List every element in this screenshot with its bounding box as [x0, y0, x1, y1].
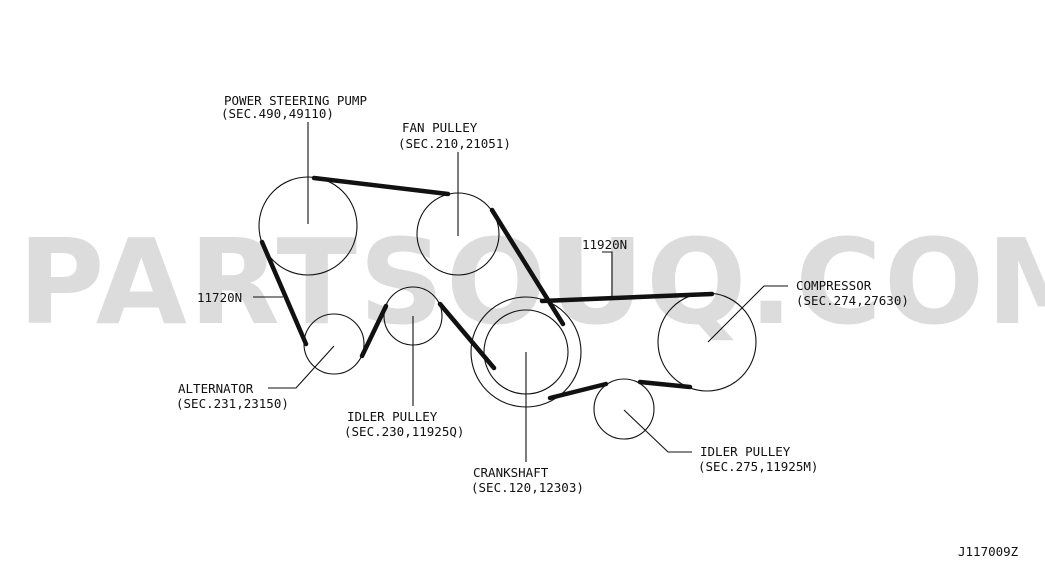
fan-pulley-sec-label: (SEC.210,21051) [398, 136, 511, 151]
idler-pulley-2-label: IDLER PULLEY [700, 444, 791, 459]
alternator-sec-label: (SEC.231,23150) [176, 396, 289, 411]
compressor-leader [707, 285, 788, 343]
idler-pulley-1-sec-label: (SEC.230,11925Q) [344, 424, 464, 439]
belt-11920n-leader [602, 251, 613, 296]
idler-pulley-2 [593, 378, 655, 440]
fan-pulley-label: FAN PULLEY [402, 120, 478, 135]
crankshaft-label: CRANKSHAFT [473, 465, 549, 480]
power-steering-pump-sec-label: (SEC.490,49110) [221, 106, 334, 121]
watermark-text: PARTSOUQ.COM [18, 213, 1045, 351]
idler-pulley-2-leader [623, 409, 692, 453]
belt-11920n-segment [547, 381, 609, 401]
belt-11920n-segment [539, 291, 715, 304]
crankshaft-sec-label: (SEC.120,12303) [471, 480, 584, 495]
alternator-label: ALTERNATOR [178, 381, 254, 396]
idler-pulley-2-sec-label: (SEC.275,11925M) [698, 459, 818, 474]
belt-11920n-segment [637, 379, 693, 390]
figure-code-label: J117009Z [958, 544, 1019, 559]
belt-11920n-label: 11920N [582, 237, 627, 252]
belt-11720n-segment [311, 175, 451, 197]
alternator-leader [268, 345, 335, 389]
compressor-label: COMPRESSOR [796, 278, 872, 293]
idler-pulley-1-label: IDLER PULLEY [347, 409, 438, 424]
belt-11720n-segment [259, 239, 309, 347]
compressor-sec-label: (SEC.274,27630) [796, 293, 909, 308]
power-steering-pump-label: POWER STEERING PUMP [224, 93, 367, 108]
belt-11720n-segment [489, 207, 566, 327]
belt-11720n-segment [437, 301, 497, 371]
belt-11720n-label: 11720N [197, 290, 242, 305]
belt-11720n-segment [359, 303, 389, 359]
